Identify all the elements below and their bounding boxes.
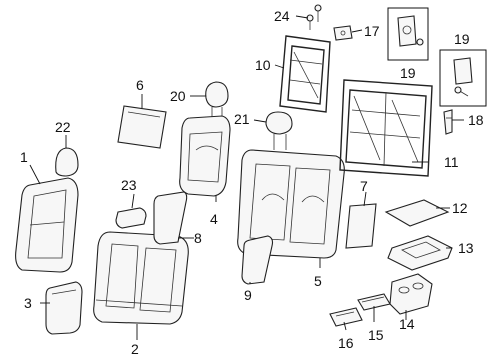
- callout-2: 2: [131, 341, 139, 357]
- headrest-left: [55, 147, 79, 177]
- seat-back-left: [15, 177, 79, 273]
- latch-block: [115, 207, 147, 229]
- callout-8: 8: [194, 230, 202, 246]
- trim-strip: [357, 293, 391, 311]
- callout-23: 23: [121, 177, 137, 193]
- clip: [443, 109, 453, 135]
- callout-4: 4: [210, 211, 218, 227]
- callout-22: 22: [55, 119, 71, 135]
- cup-holder: [389, 273, 433, 315]
- callout-10: 10: [255, 57, 271, 73]
- side-bolster: [241, 235, 274, 285]
- callout-15: 15: [368, 327, 384, 343]
- callout-19-right: 19: [454, 31, 470, 47]
- flat-panel: [384, 199, 450, 227]
- callout-24: 24: [274, 8, 290, 24]
- back-panel-small: [117, 105, 167, 149]
- callout-6: 6: [136, 77, 144, 93]
- callout-7: 7: [360, 178, 368, 194]
- callout-21: 21: [234, 111, 250, 127]
- side-trim: [153, 191, 188, 245]
- pull-handle: [329, 307, 363, 327]
- bolts: [306, 4, 322, 30]
- seat-cushion: [93, 231, 189, 325]
- tray: [387, 235, 453, 271]
- seat-back-right: [237, 149, 345, 259]
- callout-3: 3: [24, 295, 32, 311]
- leader-lines: [29, 15, 464, 340]
- callout-11: 11: [444, 154, 459, 170]
- headrest-posts: [265, 111, 293, 150]
- callout-9: 9: [244, 287, 252, 303]
- callout-17: 17: [364, 23, 380, 39]
- back-panel: [345, 203, 377, 249]
- callout-labels: 1 22 3 2 6 20 4 23 8 21 10 9 5 7 11 12 1…: [20, 8, 484, 357]
- callout-1: 1: [20, 149, 28, 165]
- callout-12: 12: [452, 200, 468, 216]
- callout-19-left: 19: [400, 65, 416, 81]
- seat-frame-right: [339, 79, 433, 177]
- callout-20: 20: [170, 88, 186, 104]
- callout-18: 18: [468, 112, 484, 128]
- seat-frame-left: [279, 35, 331, 113]
- armrest-cushion: [45, 281, 83, 335]
- seat-back-center: [179, 115, 231, 197]
- bracket: [333, 25, 353, 41]
- headrest-center: [205, 81, 229, 118]
- callout-5: 5: [314, 273, 322, 289]
- latch-assembly-box-1: [387, 7, 429, 61]
- callout-13: 13: [458, 240, 474, 256]
- callout-16: 16: [338, 335, 354, 351]
- callout-14: 14: [399, 316, 415, 332]
- latch-assembly-box-2: [439, 49, 487, 107]
